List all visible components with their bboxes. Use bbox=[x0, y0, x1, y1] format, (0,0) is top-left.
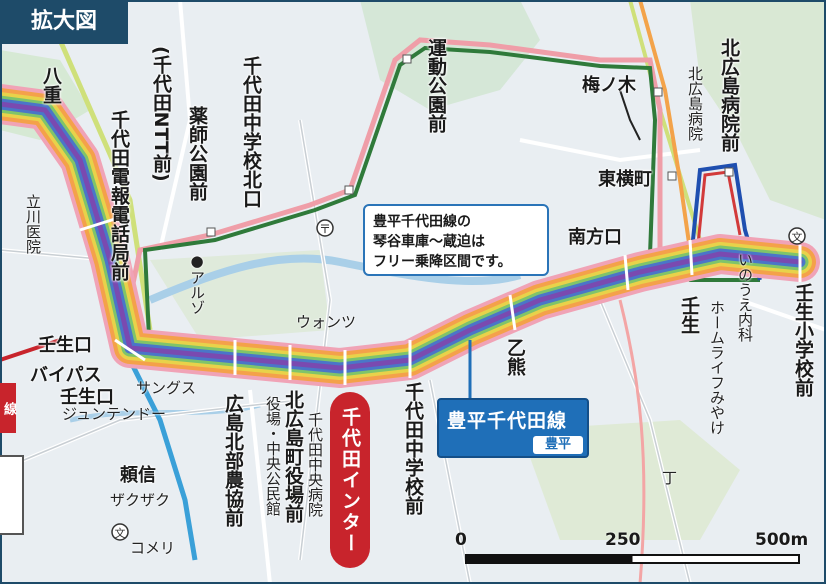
stop-label: 壬生 bbox=[678, 296, 700, 334]
scale-label: 250 bbox=[605, 530, 641, 550]
rainbow-corridor bbox=[0, 84, 820, 388]
landmark-label: 役場・中央公民館 bbox=[264, 396, 282, 516]
landmark-label: 立川医院 bbox=[24, 194, 42, 254]
stop-label: バイパス bbox=[30, 365, 102, 386]
scale-bar: 0 250 500m bbox=[455, 530, 815, 578]
stop-label: 北広島町役場前 bbox=[282, 390, 304, 523]
stop-label: 壬生小学校前 bbox=[792, 283, 814, 397]
landmark-label: 北広島病院 bbox=[686, 66, 704, 141]
landmark-label: サングス bbox=[136, 379, 197, 397]
stop-label: 運動公園前 bbox=[425, 38, 447, 133]
stop-label: 広島北部農協前 bbox=[222, 394, 244, 527]
green-area bbox=[360, 0, 540, 110]
chiyoda-interchange-badge: 千代田インター bbox=[330, 392, 370, 568]
route-name-badge: 豊平千代田線 豊平 bbox=[437, 398, 589, 458]
local-road-edges bbox=[0, 119, 691, 584]
stop-markers bbox=[206, 54, 734, 237]
stop-ticks bbox=[79, 216, 802, 385]
stop-label: 東横町 bbox=[598, 169, 652, 190]
red-branch bbox=[693, 170, 742, 276]
green-area bbox=[690, 0, 826, 220]
route-destination: 豊平 bbox=[533, 436, 583, 454]
free-boarding-notice: 豊平千代田線の 琴谷車庫～蔵迫は フリー乗降区間です。 bbox=[363, 204, 549, 276]
stop-label: 薬師公園前 bbox=[186, 106, 208, 201]
edge-box bbox=[0, 455, 24, 535]
stop-label: 梅ノ木 bbox=[582, 75, 636, 96]
notice-line: フリー乗降区間です。 bbox=[373, 254, 512, 270]
scale-label: 0 bbox=[455, 530, 467, 550]
landmark-label: 丁 bbox=[662, 469, 678, 487]
landmark-label: いのうえ内科 bbox=[736, 252, 754, 342]
landmark-label: ジュンテンドー bbox=[62, 405, 166, 423]
school-icon: 文 bbox=[788, 227, 806, 245]
school-icon-2: 文 bbox=[111, 523, 129, 541]
route-name: 豊平千代田線 bbox=[447, 410, 568, 432]
landmark-label: ホームライフみやけ bbox=[708, 300, 726, 435]
landmark-label: ●アルゾ bbox=[188, 252, 206, 315]
stop-label: 千代田電報電話局前 bbox=[108, 110, 130, 281]
green-area bbox=[150, 250, 330, 340]
landmark-label: コメリ bbox=[130, 539, 176, 557]
stop-label: (千代田NTT前) bbox=[150, 46, 172, 182]
stop-label: 千代田中学校前 bbox=[402, 382, 424, 515]
yellow-road bbox=[57, 38, 153, 331]
red-route-edge bbox=[0, 338, 61, 362]
stop-label: 壬生口 bbox=[60, 387, 114, 408]
landmark-label: ザクザク bbox=[110, 491, 171, 509]
stop-label: 南方口 bbox=[568, 227, 622, 248]
blue-route bbox=[127, 358, 198, 561]
landmark-label: ウォンツ bbox=[296, 313, 357, 331]
stop-label: 乙熊 bbox=[504, 338, 526, 376]
svg-text:文: 文 bbox=[115, 526, 126, 540]
notice-line: 豊平千代田線の bbox=[373, 214, 471, 230]
river bbox=[69, 402, 261, 423]
map-title-badge: 拡大図 bbox=[0, 0, 128, 44]
svg-text:〒: 〒 bbox=[319, 222, 331, 236]
post-office-icon: 〒 bbox=[316, 219, 334, 237]
orange-road bbox=[638, 0, 692, 251]
edge-route-tag: 線 bbox=[0, 383, 16, 433]
river bbox=[148, 254, 522, 304]
landmark-label: 頼信 bbox=[120, 465, 156, 486]
notice-line: 琴谷車庫～蔵迫は bbox=[373, 234, 485, 250]
landmark-label: 千代田中央病院 bbox=[306, 412, 324, 517]
svg-text:文: 文 bbox=[792, 230, 803, 244]
stop-label: 千代田中学校北口 bbox=[240, 56, 262, 208]
scale-bar-graphic bbox=[465, 554, 800, 564]
stop-label: 壬生口 bbox=[38, 335, 92, 356]
black-road bbox=[619, 89, 641, 141]
green-loop bbox=[142, 45, 760, 361]
pink-road bbox=[618, 299, 646, 584]
scale-label: 500m bbox=[755, 530, 809, 550]
stop-label: 北広島病院前 bbox=[718, 38, 740, 152]
stop-label: 八重 bbox=[40, 66, 62, 104]
